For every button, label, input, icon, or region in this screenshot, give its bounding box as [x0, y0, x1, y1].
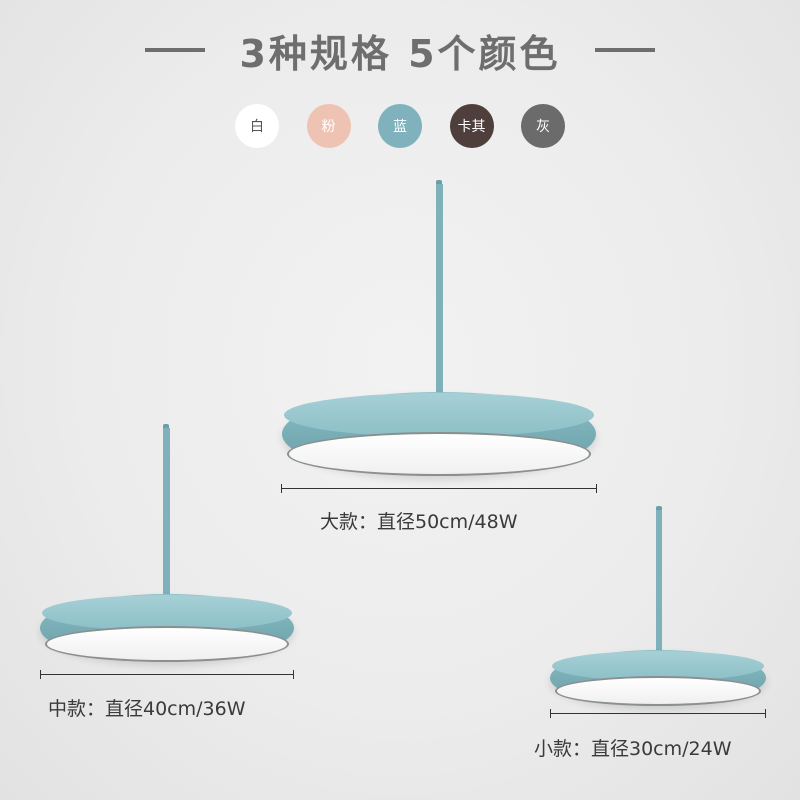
swatch-blue[interactable]: 蓝	[378, 104, 422, 148]
swatch-label: 粉	[321, 119, 336, 135]
swatch-gray[interactable]: 灰	[521, 104, 565, 148]
size-label-large: 大款：直径50cm/48W	[320, 511, 518, 533]
swatch-label: 卡其	[457, 119, 486, 135]
lamp-diffuser	[287, 432, 591, 476]
swatch-label: 白	[250, 119, 264, 135]
measure-line-large	[281, 484, 597, 493]
swatch-label: 蓝	[393, 119, 407, 135]
right-dash	[594, 48, 655, 52]
swatch-white[interactable]: 白	[235, 104, 279, 148]
left-dash	[145, 48, 206, 52]
lamp-rod	[163, 428, 170, 604]
rod-cap	[436, 180, 442, 186]
lamp-diffuser	[45, 626, 289, 662]
rod-cap	[163, 424, 169, 430]
lamp-rod	[656, 510, 662, 660]
headline: 3种规格 5个颜色	[0, 22, 800, 78]
swatch-label: 灰	[536, 119, 550, 135]
color-swatches: 白 粉 蓝 卡其 灰	[235, 104, 565, 150]
headline-text: 3种规格 5个颜色	[239, 31, 561, 76]
measure-line-small	[550, 709, 766, 718]
lamp-diffuser	[555, 676, 761, 706]
rod-cap	[656, 506, 662, 512]
size-label-small: 小款：直径30cm/24W	[534, 738, 732, 760]
measure-line-medium	[40, 670, 294, 679]
swatch-khaki[interactable]: 卡其	[449, 104, 494, 148]
lamp-shade-top	[284, 393, 594, 437]
swatch-pink[interactable]: 粉	[306, 104, 351, 148]
lamp-rod	[436, 184, 443, 404]
size-label-medium: 中款：直径40cm/36W	[48, 698, 246, 720]
lamp-shade-top	[42, 595, 292, 631]
